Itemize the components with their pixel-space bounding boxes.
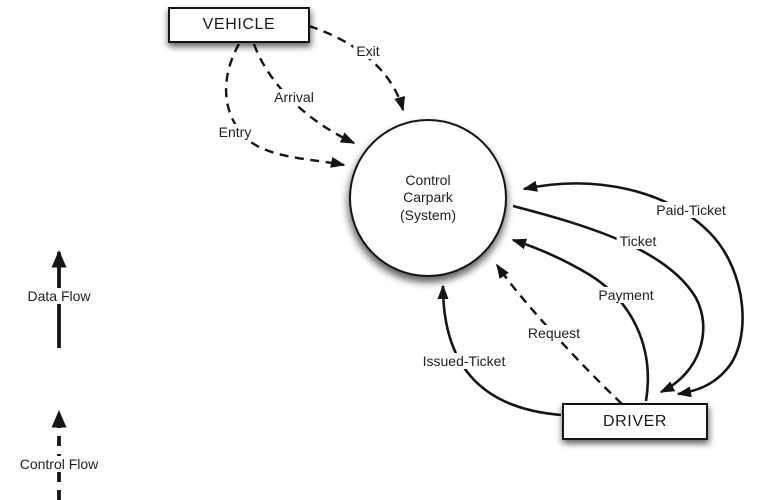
- flow-label-request: Request: [524, 325, 584, 341]
- flow-label-issued-ticket: Issued-Ticket: [419, 353, 509, 369]
- process-label-line1: Control: [405, 171, 451, 188]
- flow-label-arrival: Arrival: [271, 89, 317, 105]
- flow-arrow-payment: [511, 238, 650, 402]
- flow-label-exit: Exit: [353, 43, 383, 59]
- flow-label-payment: Payment: [595, 287, 657, 303]
- flow-arrow-exit: [308, 24, 406, 112]
- flow-arrow-issued-ticket: [437, 284, 562, 417]
- flow-label-ticket: Ticket: [616, 233, 660, 249]
- flow-arrow-entry: [224, 43, 346, 168]
- process-control-carpark: Control Carpark (System): [349, 119, 507, 277]
- process-label-line2: Carpark: [403, 189, 453, 206]
- process-label-line3: (System): [400, 206, 456, 223]
- legend-control-flow-label: Control Flow: [16, 456, 102, 472]
- entity-driver: DRIVER: [562, 403, 708, 440]
- entity-driver-label: DRIVER: [602, 412, 668, 430]
- entity-vehicle-label: VEHICLE: [202, 16, 276, 33]
- flow-arrow-paid-ticket: [522, 180, 744, 398]
- legend-data-flow-label: Data Flow: [24, 288, 94, 304]
- flow-label-paid-ticket: Paid-Ticket: [653, 202, 729, 218]
- entity-vehicle: VEHICLE: [168, 7, 310, 43]
- flow-label-entry: Entry: [215, 124, 255, 140]
